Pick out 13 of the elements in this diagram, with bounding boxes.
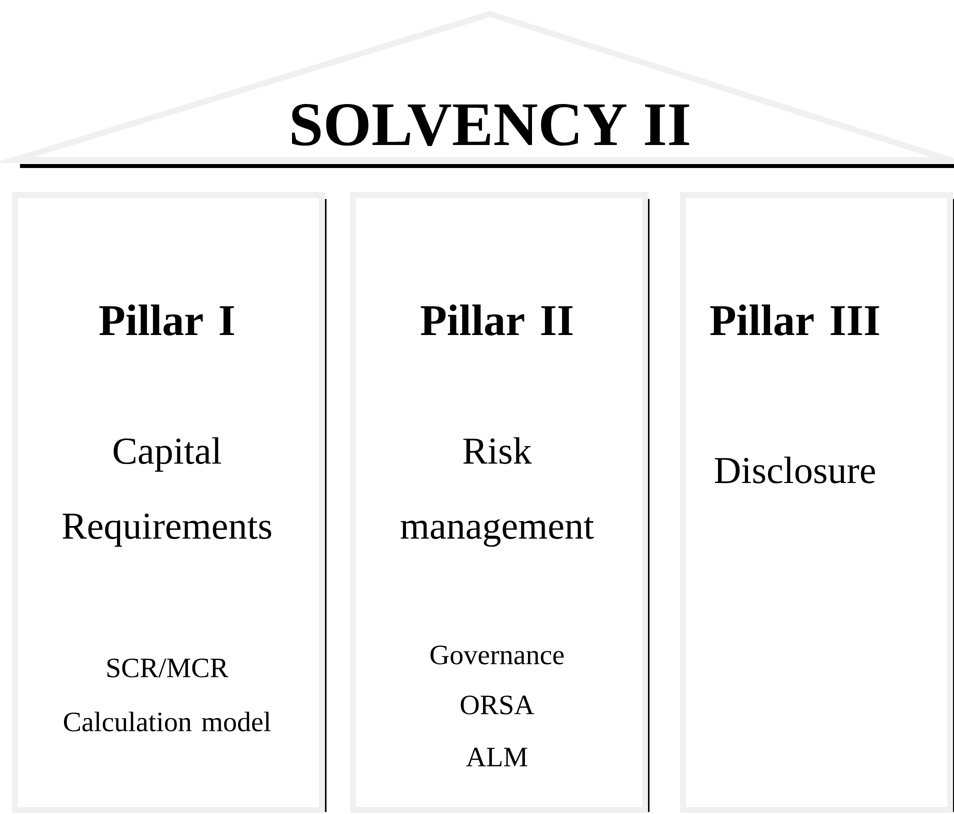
pillar-box (350, 192, 650, 813)
pillar-subtitle: Risk management (400, 437, 594, 547)
pillar-item: ORSA (460, 696, 534, 714)
pillar-item: ALM (466, 748, 528, 766)
pillar-item: SCR/MCR Calculation model (64, 658, 271, 732)
pillar-item: Governance (430, 646, 564, 664)
pillar-heading: Pillar I (99, 304, 234, 336)
pillar-box (12, 192, 326, 813)
pillar-heading: Pillar II (420, 304, 573, 336)
pillar-subtitle: Disclosure (714, 456, 875, 484)
pillar-heading: Pillar III (710, 304, 880, 336)
pillar-subtitle: Capital Requirements (62, 437, 272, 547)
pillar-box (680, 192, 954, 813)
